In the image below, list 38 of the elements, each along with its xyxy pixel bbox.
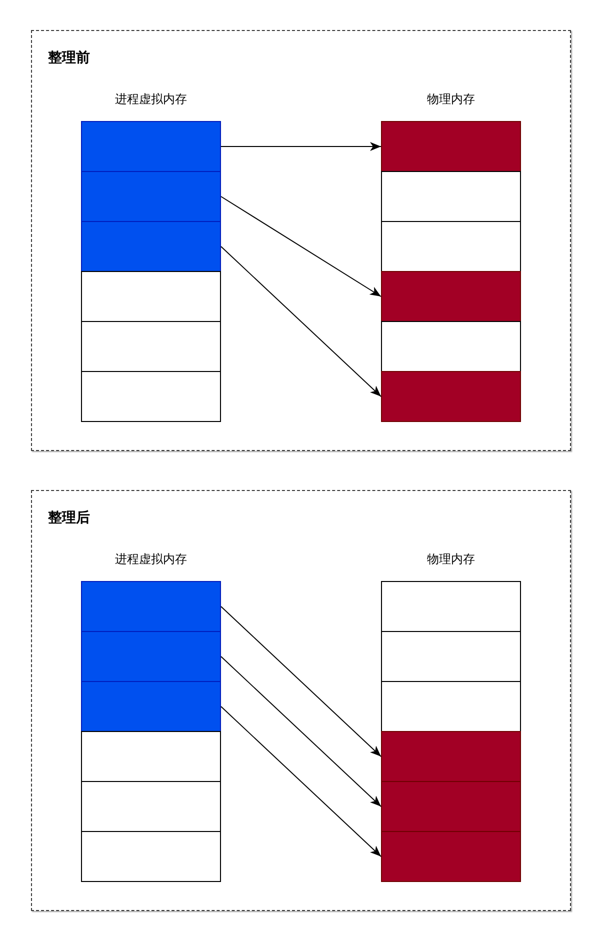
panel-title: 整理前 xyxy=(48,48,90,67)
dashed-frame xyxy=(31,30,571,451)
arrow xyxy=(220,142,382,151)
column-heading: 物理内存 xyxy=(426,551,476,568)
arrow xyxy=(220,656,382,807)
memory-block xyxy=(81,121,221,172)
memory-block xyxy=(81,831,221,882)
memory-block xyxy=(381,731,521,782)
arrow xyxy=(220,246,382,397)
arrow xyxy=(220,606,382,757)
memory-block xyxy=(381,271,521,322)
memory-block xyxy=(381,121,521,172)
memory-block xyxy=(81,781,221,832)
memory-block xyxy=(381,321,521,372)
memory-block xyxy=(381,631,521,682)
memory-block xyxy=(81,371,221,422)
memory-block xyxy=(381,831,521,882)
column-heading: 进程虚拟内存 xyxy=(114,91,188,108)
memory-block xyxy=(81,631,221,682)
memory-block xyxy=(381,581,521,632)
memory-block xyxy=(81,581,221,632)
panel-title: 整理后 xyxy=(48,508,90,527)
memory-block xyxy=(381,681,521,732)
dashed-frame xyxy=(31,490,571,911)
memory-block xyxy=(381,221,521,272)
column-heading: 物理内存 xyxy=(426,91,476,108)
memory-block xyxy=(81,681,221,732)
arrow xyxy=(220,196,382,297)
memory-block xyxy=(81,731,221,782)
memory-block xyxy=(381,371,521,422)
arrow xyxy=(220,706,382,857)
column-heading: 进程虚拟内存 xyxy=(114,551,188,568)
memory-block xyxy=(81,321,221,372)
memory-block xyxy=(381,171,521,222)
memory-block xyxy=(81,171,221,222)
memory-block xyxy=(81,221,221,272)
memory-block xyxy=(381,781,521,832)
memory-block xyxy=(81,271,221,322)
